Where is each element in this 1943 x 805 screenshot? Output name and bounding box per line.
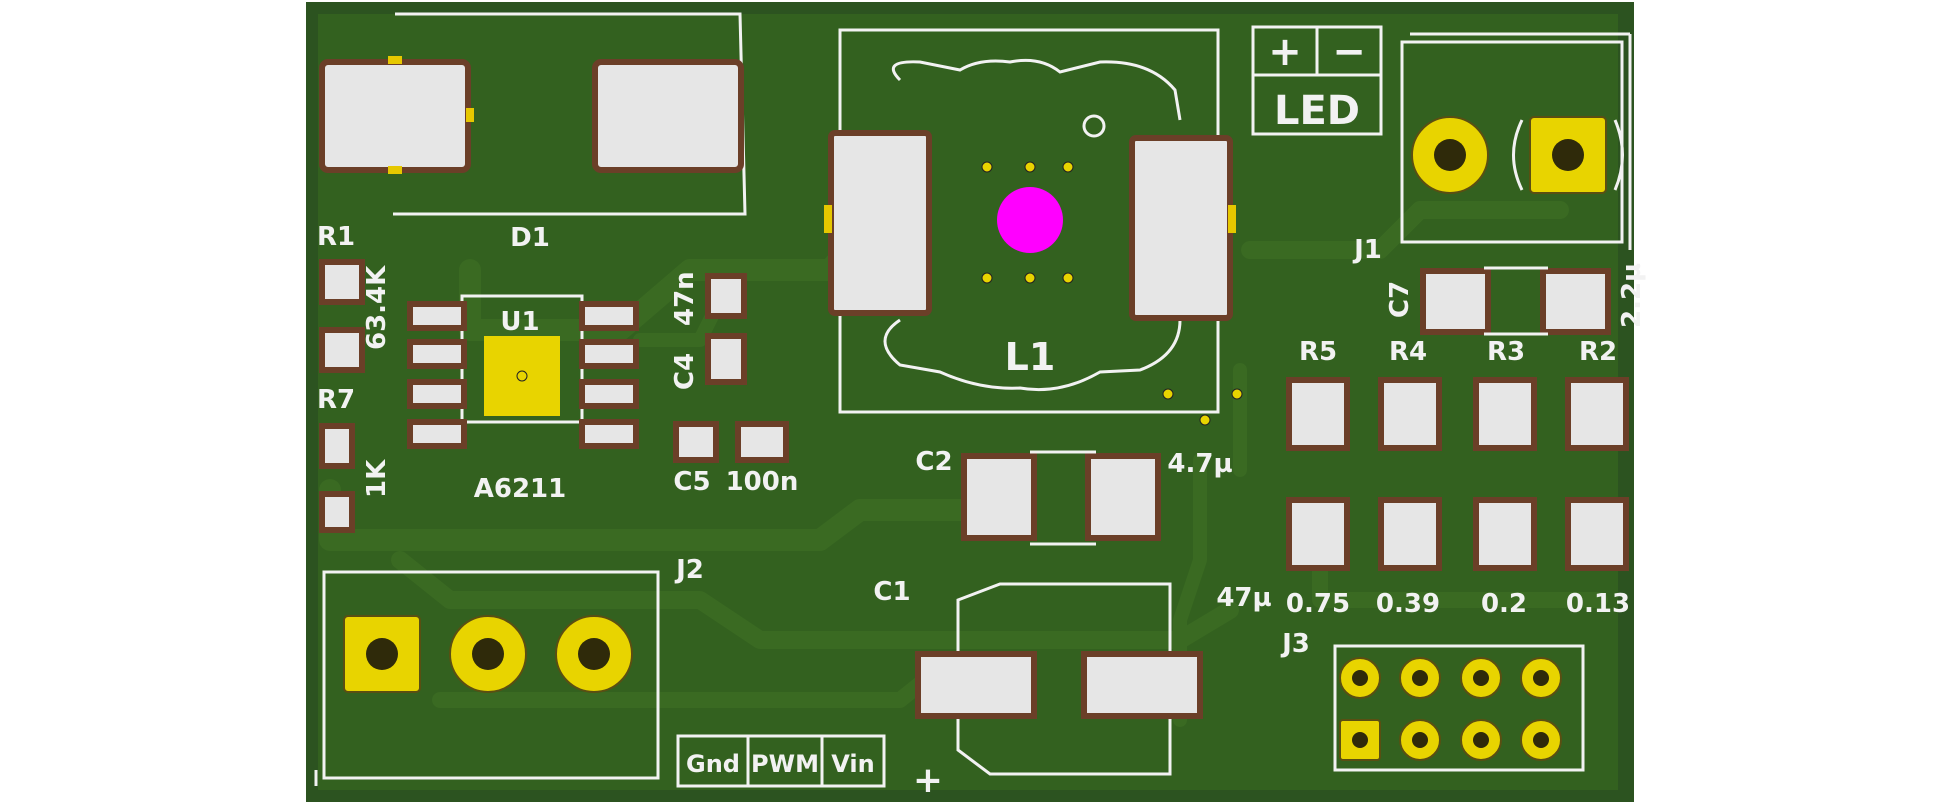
drill-marker-icon bbox=[997, 187, 1063, 253]
c2-label: C2 bbox=[915, 447, 952, 477]
c4-pad-1 bbox=[705, 273, 747, 319]
j3-label: J3 bbox=[1280, 629, 1310, 659]
l1-component bbox=[824, 28, 1243, 426]
c4-pad-2 bbox=[705, 333, 747, 385]
c4-label: C4 bbox=[670, 353, 700, 390]
r2-label: R2 bbox=[1579, 337, 1617, 367]
u1-pin-2 bbox=[407, 339, 467, 369]
led-minus-label: − bbox=[1332, 29, 1366, 75]
j1-label: J1 bbox=[1352, 235, 1382, 265]
c7-component bbox=[1420, 266, 1611, 336]
l1-pad-2 bbox=[1129, 135, 1233, 321]
r7-value: 1K bbox=[362, 459, 392, 498]
r7-pad-2 bbox=[319, 491, 355, 533]
c7-label: C7 bbox=[1385, 281, 1415, 318]
u1-pin-3 bbox=[407, 379, 467, 409]
r5-label: R5 bbox=[1299, 337, 1337, 367]
u1-pin-4 bbox=[407, 419, 467, 449]
c1-polarity: + bbox=[913, 760, 943, 801]
l1-pad-1 bbox=[828, 130, 932, 316]
u1-value: A6211 bbox=[474, 474, 567, 504]
r4-value: 0.39 bbox=[1376, 589, 1440, 619]
r5-pad-1 bbox=[1286, 377, 1350, 451]
r3-value: 0.2 bbox=[1481, 589, 1527, 619]
u1-label: U1 bbox=[500, 307, 539, 337]
d1-pad-1 bbox=[319, 59, 471, 173]
c4-value: 47n bbox=[670, 271, 700, 326]
c5-pad-1 bbox=[673, 421, 719, 463]
r1-label: R1 bbox=[317, 222, 355, 252]
r5-pad-2 bbox=[1286, 497, 1350, 571]
j3-header bbox=[1333, 644, 1585, 772]
r1-value: 63.4K bbox=[362, 265, 392, 350]
led-legend bbox=[1251, 25, 1383, 136]
d1-pad-2 bbox=[592, 59, 744, 173]
c4-component bbox=[705, 273, 747, 385]
led-plus-label: + bbox=[1268, 29, 1302, 75]
u1-component bbox=[407, 294, 639, 449]
u1-pin-5 bbox=[579, 419, 639, 449]
j2-label: J2 bbox=[674, 555, 704, 585]
r4-pad-1 bbox=[1378, 377, 1442, 451]
c1-value: 47µ bbox=[1216, 583, 1271, 613]
c2-pad-2 bbox=[1085, 453, 1161, 541]
j1-connector bbox=[1400, 32, 1632, 250]
d1-component bbox=[319, 12, 747, 216]
c5-component bbox=[673, 421, 789, 463]
u1-pin-1 bbox=[407, 301, 467, 331]
d1-label: D1 bbox=[510, 223, 550, 253]
c5-pad-2 bbox=[735, 421, 789, 463]
r7-component bbox=[319, 423, 355, 533]
pwm-label: PWM bbox=[751, 750, 819, 778]
r1-pad-1 bbox=[319, 259, 365, 305]
r1-component bbox=[319, 259, 365, 373]
r3-label: R3 bbox=[1487, 337, 1525, 367]
c2-pad-1 bbox=[961, 453, 1037, 541]
r1-pad-2 bbox=[319, 327, 365, 373]
r2-pad-2 bbox=[1565, 497, 1629, 571]
led-label: LED bbox=[1274, 88, 1360, 134]
via-icon bbox=[981, 161, 1243, 426]
c1-pad-2 bbox=[1081, 651, 1203, 719]
l1-label: L1 bbox=[1005, 335, 1056, 379]
c1-label: C1 bbox=[873, 577, 910, 607]
c2-component bbox=[961, 450, 1161, 546]
gnd-label: Gnd bbox=[686, 750, 740, 778]
j2-connector bbox=[314, 570, 660, 786]
sense-resistors bbox=[1286, 377, 1629, 571]
u1-pin-7 bbox=[579, 339, 639, 369]
c5-value: 100n bbox=[726, 467, 799, 497]
c7-value: 2.2µ bbox=[1617, 263, 1647, 328]
c7-pad-1 bbox=[1420, 268, 1491, 335]
u1-pin-8 bbox=[579, 301, 639, 331]
r4-pad-2 bbox=[1378, 497, 1442, 571]
r4-label: R4 bbox=[1389, 337, 1427, 367]
c7-pad-2 bbox=[1540, 268, 1611, 335]
r7-pad-1 bbox=[319, 423, 355, 469]
vin-label: Vin bbox=[831, 750, 874, 778]
r3-pad-1 bbox=[1473, 377, 1537, 451]
r7-label: R7 bbox=[317, 385, 355, 415]
u1-pin-6 bbox=[579, 379, 639, 409]
r3-pad-2 bbox=[1473, 497, 1537, 571]
r5-value: 0.75 bbox=[1286, 589, 1350, 619]
j2-pin-legend bbox=[676, 734, 886, 788]
r2-value: 0.13 bbox=[1566, 589, 1630, 619]
c1-pad-1 bbox=[915, 651, 1037, 719]
c1-component bbox=[915, 582, 1203, 776]
r2-pad-1 bbox=[1565, 377, 1629, 451]
c2-value: 4.7µ bbox=[1167, 449, 1232, 479]
c5-label: C5 bbox=[673, 467, 710, 497]
